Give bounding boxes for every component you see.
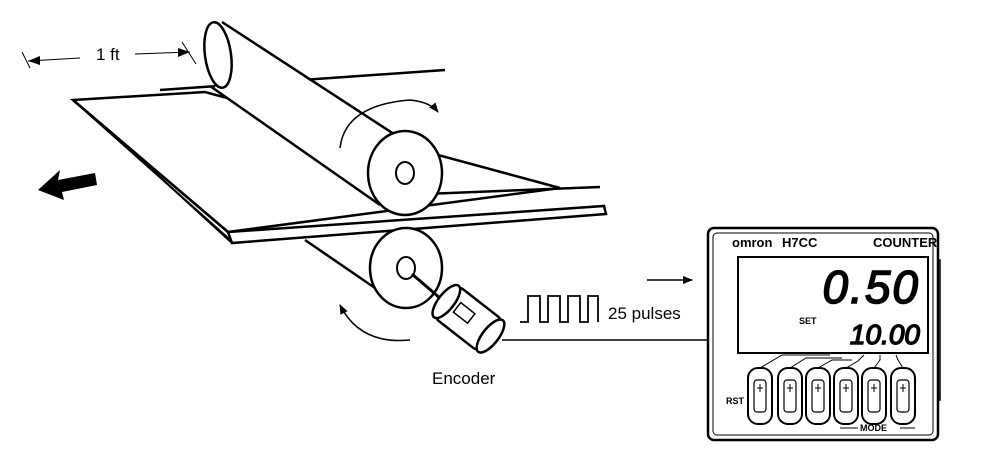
button-digit-1[interactable] bbox=[777, 367, 803, 425]
counter-device: omron H7CC COUNTER 0.50 SET 10.00 bbox=[706, 226, 941, 442]
display-main-value: 0.50 bbox=[822, 261, 920, 313]
button-digit-2[interactable] bbox=[805, 367, 831, 425]
length-label: 1 ft bbox=[96, 45, 120, 64]
display-set-value: 10.00 bbox=[850, 319, 920, 350]
mode-label: MODE bbox=[860, 423, 887, 433]
brand-logo: omron bbox=[732, 235, 773, 250]
pulse-train-icon bbox=[520, 295, 599, 323]
rst-label: RST bbox=[726, 396, 745, 406]
lower-roller bbox=[304, 226, 449, 310]
button-digit-4[interactable] bbox=[861, 367, 887, 425]
upper-roller bbox=[203, 20, 444, 217]
button-leader-lines bbox=[759, 354, 904, 369]
counter-type-label: COUNTER bbox=[873, 235, 938, 250]
length-dimension: 1 ft bbox=[21, 41, 197, 69]
button-digit-3[interactable] bbox=[833, 367, 859, 425]
model-label: H7CC bbox=[782, 235, 818, 250]
display-screen bbox=[737, 256, 929, 354]
keypad bbox=[747, 367, 916, 425]
encoder-label: Encoder bbox=[432, 369, 496, 388]
lower-rotation-arrow bbox=[339, 304, 411, 342]
button-mode[interactable] bbox=[890, 367, 916, 425]
direction-arrow-icon bbox=[38, 170, 97, 200]
encoder bbox=[431, 283, 506, 354]
pulses-label: 25 pulses bbox=[608, 304, 681, 323]
button-rst[interactable] bbox=[747, 367, 773, 425]
upper-rotation-arrow bbox=[339, 99, 439, 149]
set-label: SET bbox=[799, 316, 817, 326]
